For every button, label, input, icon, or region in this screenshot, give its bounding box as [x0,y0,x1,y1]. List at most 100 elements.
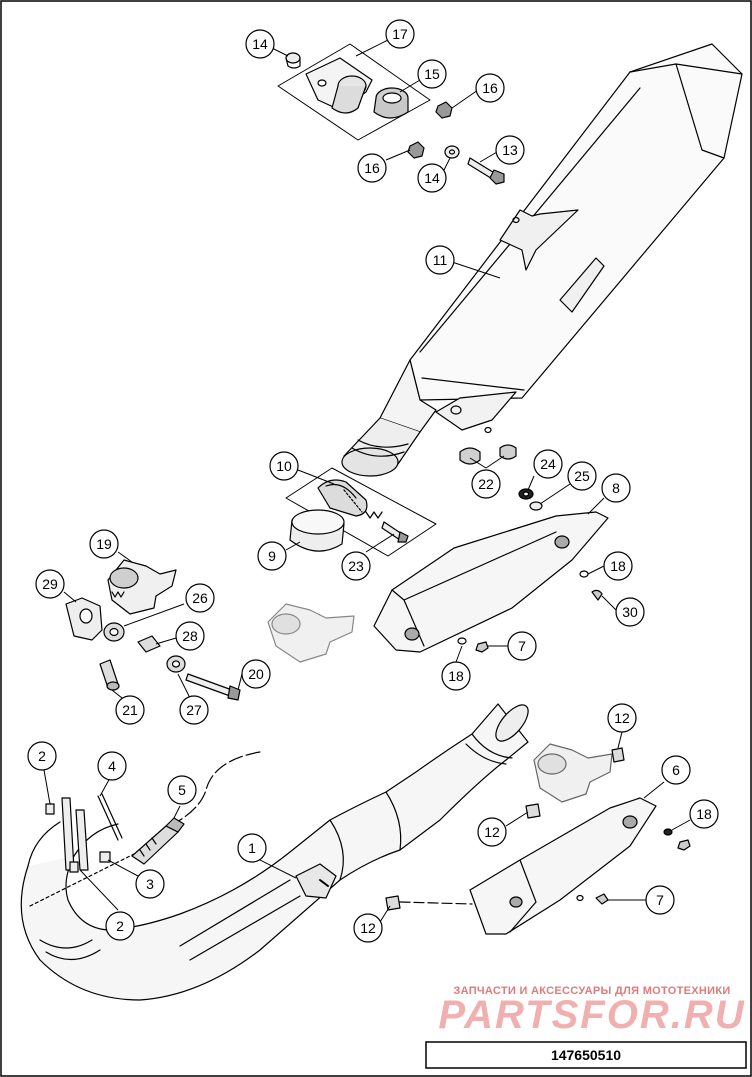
svg-text:11: 11 [433,252,448,268]
heat-shield-8-hole-b [404,627,420,641]
svg-text:18: 18 [448,668,464,684]
callout-19: 19 [89,529,119,559]
svg-text:18: 18 [610,558,626,574]
gasket-2a [45,803,55,815]
gasket-2b [69,861,79,873]
callout-2a: 2 [27,741,57,771]
heat-shield-6-hole-b [509,896,523,908]
holder-19b-clamp [271,613,301,635]
bush-28 [137,635,161,653]
callout-3: 3 [135,869,165,899]
header-pipe-1-bend [27,821,61,867]
washer-14b-hole [448,149,456,155]
header-pipe-1-band [39,939,93,949]
nut-7a [475,641,489,653]
svg-text:25: 25 [574,468,590,484]
silencer-11-inlet-ring2 [357,439,409,448]
clamp-10-screw [343,489,363,513]
washer-18a [579,570,589,578]
header-pipe-1-ring2 [465,743,507,765]
washer-14b [444,145,460,159]
clip-12c [385,895,401,911]
header-pipe-1-ring [471,733,513,759]
heat-shield-6-hole-a [622,815,638,829]
holder-19a-clamp [109,567,139,589]
watermark: ЗАПЧАСТИ И АКСЕССУАРЫ ДЛЯ МОТОТЕХНИКИ PA… [438,985,743,1037]
svg-text:26: 26 [192,590,208,606]
part-4-line [97,795,119,841]
rubber-sleeve-15-bore [382,92,402,104]
clip-12c-guide [399,901,473,905]
svg-text:2: 2 [38,748,46,764]
svg-text:13: 13 [502,142,518,158]
heat-shield-8-rib2 [403,531,557,601]
callout-16a: 16 [475,73,505,103]
rubber-sleeve-15-body [373,97,409,119]
svg-text:23: 23 [348,558,364,574]
callout-23: 23 [341,551,371,581]
silencer-11-bracket-hole [512,216,520,224]
callout-15: 15 [417,59,447,89]
callout-5: 5 [167,775,197,805]
silencer-11-inlet-end [341,447,399,477]
spring-23 [365,511,383,519]
bush-14a-body [285,57,301,69]
callout-18a: 18 [603,551,633,581]
callout-27: 27 [179,695,209,725]
nut-7b-top [677,839,691,851]
callout-7b: 7 [645,885,675,915]
silencer-11-lower-seam [421,377,525,391]
sensor-cable [169,751,261,827]
sleeve-21-end [106,681,120,691]
header-pipe-1-seam2 [385,791,402,851]
callout-18c: 18 [689,799,719,829]
callout-9: 9 [257,541,287,571]
svg-text:16: 16 [482,80,498,96]
svg-text:2: 2 [116,918,124,934]
svg-text:7: 7 [518,638,526,654]
svg-text:16: 16 [364,160,380,176]
silencer-11-bracket-top [499,209,579,271]
bolt-23-head [397,531,409,543]
nut-16a [435,101,453,119]
bracket-17-panel [277,43,431,141]
svg-text:30: 30 [622,604,638,620]
bracket-17-sleeve-body [331,85,367,114]
clip-12a [611,747,625,763]
washer-25 [529,501,543,511]
bracket-17-hole [317,79,327,87]
callout-2b: 2 [105,911,135,941]
bracket-29-hole [79,608,93,624]
silencer-11-mount-hole [450,405,462,415]
svg-text:14: 14 [252,36,268,52]
silencer-11-inlet-ring1 [351,447,405,457]
svg-text:29: 29 [42,576,58,592]
heat-shield-8 [373,511,609,653]
callout-7a: 7 [507,631,537,661]
nut-16b [407,141,425,159]
bolt-20-head [227,685,241,701]
silencer-11-cap-edge [675,63,743,75]
clamp-10-panel [285,467,437,557]
callout-11: 11 [425,245,455,275]
callout-6: 6 [661,755,691,785]
lambda-sensor-5-thread [139,837,157,857]
grommet-26-hole [109,627,119,637]
lambda-sensor-5-cap [165,817,185,833]
svg-text:28: 28 [182,628,198,644]
callout-8: 8 [601,473,631,503]
svg-text:1: 1 [248,840,256,856]
svg-text:27: 27 [186,702,202,718]
svg-text:12: 12 [360,920,376,936]
callout-17: 17 [385,19,415,49]
svg-text:18: 18 [696,806,712,822]
callout-1: 1 [237,833,267,863]
svg-text:7: 7 [656,892,664,908]
header-pipe-1-slot2 [189,895,301,961]
callout-26: 26 [185,583,215,613]
watermark-tagline: ЗАПЧАСТИ И АКСЕССУАРЫ ДЛЯ МОТОТЕХНИКИ [453,985,730,997]
callout-14b: 14 [417,163,447,193]
washer-7b [576,894,584,902]
svg-text:17: 17 [392,26,408,42]
callout-22: 22 [471,469,501,499]
